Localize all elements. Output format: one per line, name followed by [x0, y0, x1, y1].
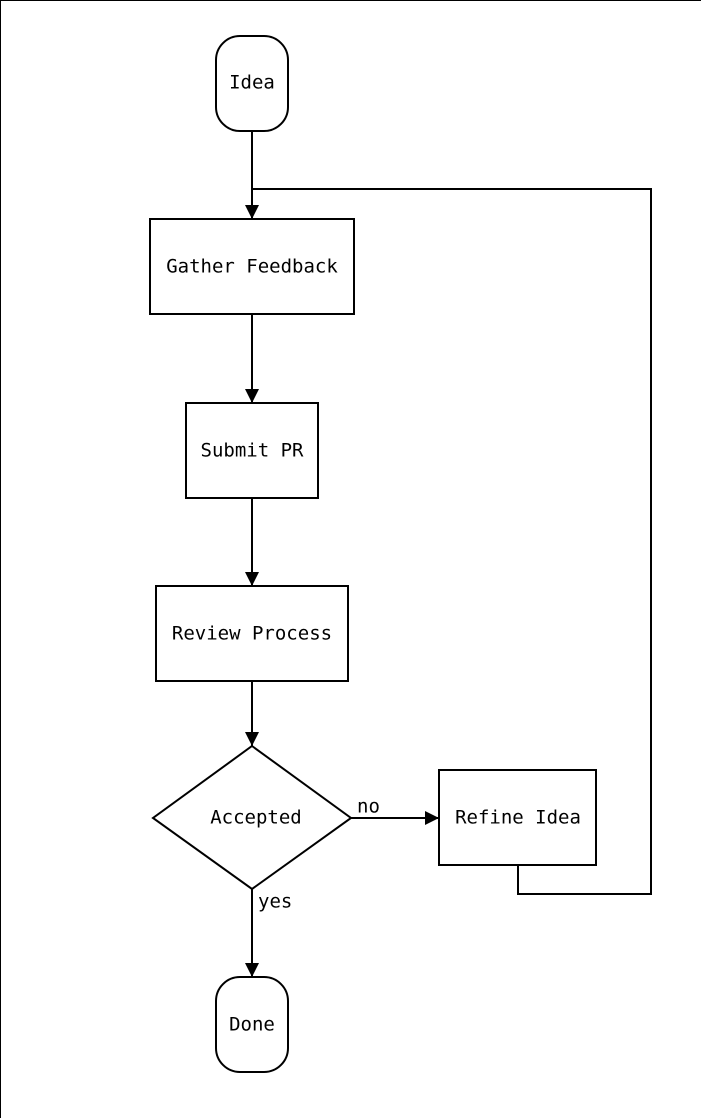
- node-accepted-decision: [151, 744, 353, 891]
- node-idea-label: Idea: [229, 72, 275, 94]
- node-submit-pr: [185, 402, 319, 499]
- node-refine-idea-label: Refine Idea: [455, 807, 581, 829]
- node-review-process-label: Review Process: [172, 623, 332, 645]
- node-review-process: [155, 585, 349, 682]
- node-refine-idea: [438, 769, 597, 866]
- node-gather-feedback-label: Gather Feedback: [166, 256, 338, 278]
- node-done: [215, 976, 289, 1073]
- node-accepted-label: Accepted: [210, 807, 302, 829]
- node-done-label: Done: [229, 1014, 275, 1036]
- node-submit-pr-label: Submit PR: [201, 440, 305, 462]
- node-idea: [215, 35, 289, 132]
- node-gather-feedback: [149, 218, 355, 315]
- edge-yes-label: yes: [258, 891, 292, 913]
- edge-no-label: no: [357, 796, 380, 818]
- edge-refine-loop-to-gather: [252, 188, 652, 895]
